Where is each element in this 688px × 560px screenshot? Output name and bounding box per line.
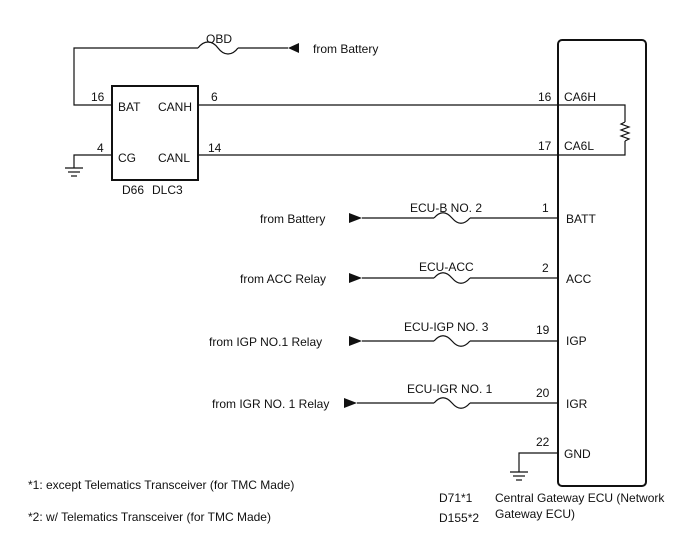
footnote-2: *2: w/ Telematics Transceiver (for TMC M… <box>28 510 271 524</box>
obd-fuse-label: OBD <box>206 32 232 46</box>
feed-igp-arrow-icon <box>349 336 362 346</box>
ecu-igr-fuse-symbol <box>433 397 471 409</box>
dlc3-pin-canh-label: CANH <box>158 100 192 114</box>
dlc3-pin-cg-label: CG <box>118 151 136 165</box>
ecu-igp-fuse-label: ECU-IGP NO. 3 <box>404 320 489 334</box>
feed-igp-source: from IGP NO.1 Relay <box>209 335 322 349</box>
ecu-b-fuse-label: ECU-B NO. 2 <box>410 201 482 215</box>
dlc3-code: D66 <box>122 183 144 197</box>
ground-icon <box>65 167 83 177</box>
gateway-pin-igr-number: 20 <box>536 386 550 400</box>
obd-arrow-icon <box>288 43 299 53</box>
gateway-ecu-box <box>557 39 647 487</box>
dlc3-pin-canh-number: 6 <box>211 90 218 104</box>
feed-igr-arrow-icon <box>344 398 357 408</box>
feed-battery-arrow-icon <box>349 213 362 223</box>
obd-source-label: from Battery <box>313 42 378 56</box>
ecu-acc-fuse-symbol <box>433 272 471 284</box>
gateway-pin-ca6h-number: 16 <box>538 90 552 104</box>
dlc3-pin-canl-number: 14 <box>208 141 222 155</box>
resistor-bottom-lead <box>558 141 626 156</box>
ecu-igp-fuse-symbol <box>433 335 471 347</box>
dlc3-pin-bat-label: BAT <box>118 100 141 114</box>
ecu-b-fuse-symbol <box>433 212 471 224</box>
gateway-pin-acc-number: 2 <box>542 261 549 275</box>
feed-igr-source: from IGR NO. 1 Relay <box>212 397 329 411</box>
ecu-acc-fuse-label: ECU-ACC <box>419 260 474 274</box>
gateway-code-1: D71*1 <box>439 491 473 505</box>
gateway-code-2: D155*2 <box>439 511 479 525</box>
cg-wire <box>73 154 112 168</box>
feed-battery-source: from Battery <box>260 212 325 226</box>
resistor-top-lead <box>558 104 626 122</box>
gateway-pin-igp-number: 19 <box>536 323 550 337</box>
gateway-pin-ca6l-label: CA6L <box>564 139 594 153</box>
gateway-pin-ca6l-number: 17 <box>538 139 552 153</box>
dlc3-pin-bat-number: 16 <box>91 90 105 104</box>
dlc3-pin-cg-number-text: 4 <box>97 141 104 155</box>
gateway-pin-igr-label: IGR <box>566 397 588 411</box>
dlc3-connector-box <box>111 85 199 181</box>
ecu-igr-fuse-label: ECU-IGR NO. 1 <box>407 382 493 396</box>
bat-wire <box>73 47 198 106</box>
gateway-pin-igp-label: IGP <box>566 334 587 348</box>
gateway-name-line2: Gateway ECU) <box>495 507 575 521</box>
gnd-wire <box>518 452 558 472</box>
dlc3-pin-canl-label: CANL <box>158 151 190 165</box>
feed-acc-arrow-icon <box>349 273 362 283</box>
obd-fuse-symbol <box>197 41 239 55</box>
gateway-pin-gnd-label: GND <box>564 447 591 461</box>
gateway-pin-acc-label: ACC <box>566 272 592 286</box>
gateway-ground-icon <box>510 471 528 481</box>
gateway-pin-batt-label: BATT <box>566 212 596 226</box>
feed-acc-source: from ACC Relay <box>240 272 326 286</box>
footnote-1: *1: except Telematics Transceiver (for T… <box>28 478 294 492</box>
gateway-pin-ca6h-label: CA6H <box>564 90 596 104</box>
dlc3-name: DLC3 <box>152 183 183 197</box>
gateway-pin-batt-number: 1 <box>542 201 549 215</box>
resistor-icon <box>619 121 631 142</box>
gateway-name-line1: Central Gateway ECU (Network <box>495 491 665 505</box>
gateway-pin-gnd-number: 22 <box>536 435 550 449</box>
